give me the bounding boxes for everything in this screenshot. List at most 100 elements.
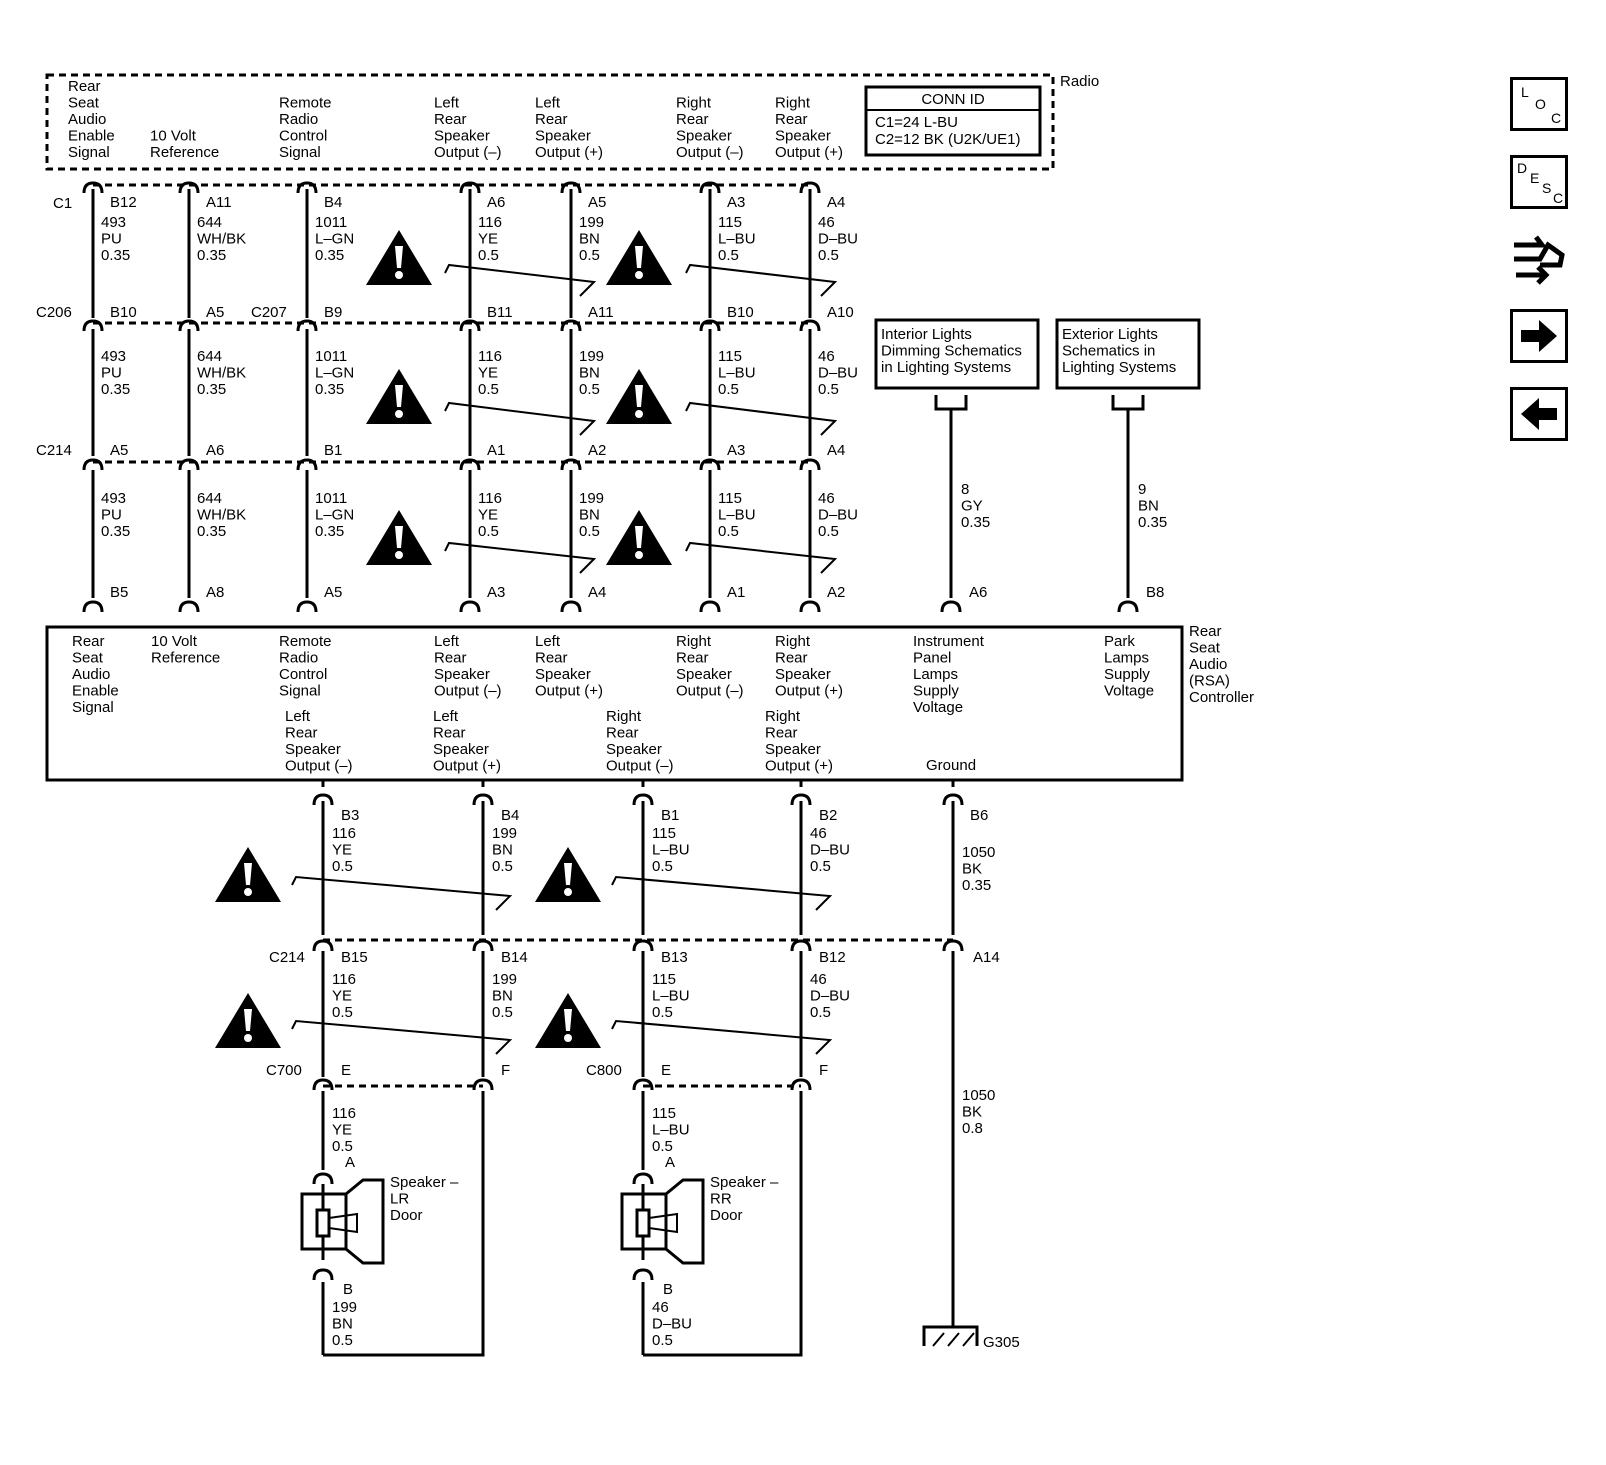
wire-spec: L–GN	[315, 231, 354, 248]
pin-label: A3	[487, 584, 505, 601]
wire-spec: BN	[492, 842, 513, 859]
connector-terminal	[632, 1078, 654, 1091]
desc-letter: E	[1530, 170, 1540, 186]
connector-terminal	[312, 1078, 334, 1091]
radio-pin-label: Enable	[68, 128, 115, 145]
twisted-pair-symbol	[291, 1019, 513, 1055]
pin-label: B12	[110, 194, 137, 211]
rsa-pin-label: Output (–)	[434, 683, 502, 700]
reference-bracket	[934, 395, 968, 411]
wire-spec: 46	[810, 825, 827, 842]
loc-letter: O	[1535, 96, 1546, 112]
radio-pin-label: Control	[279, 128, 327, 145]
connector-label: C214	[36, 442, 72, 459]
wire-spec: 46	[818, 214, 835, 231]
previous-page-button[interactable]	[1510, 387, 1568, 441]
connector-terminal	[560, 458, 582, 471]
warning-icon	[395, 410, 403, 418]
pin-label: B	[343, 1281, 353, 1298]
radio-pin-label: Output (–)	[434, 144, 502, 161]
rsa-pin-label: Rear	[765, 725, 798, 742]
radio-pin-label: Output (–)	[676, 144, 744, 161]
connector-terminal	[296, 181, 318, 194]
wire-spec: 116	[332, 971, 356, 988]
wire-spec: 0.35	[315, 523, 344, 540]
twisted-pair-symbol	[444, 401, 597, 436]
connector-view-button[interactable]	[1510, 231, 1568, 285]
connector-terminal	[82, 600, 104, 613]
wire-spec: 0.5	[818, 381, 839, 398]
connector-terminal	[799, 319, 821, 332]
pin-label: A11	[206, 194, 232, 211]
wire-spec: BK	[962, 1104, 982, 1121]
speaker-icon	[328, 1212, 358, 1234]
radio-pin-label: Speaker	[535, 128, 591, 145]
rsa-pin-label: Supply	[1104, 666, 1150, 683]
rsa-pin-label: Enable	[72, 683, 119, 700]
connector-terminal	[312, 1172, 334, 1185]
pin-label: B6	[970, 807, 988, 824]
desc-letter: C	[1553, 190, 1564, 206]
rsa-pin-label: Signal	[279, 683, 321, 700]
wire-spec: 199	[492, 825, 517, 842]
wire-spec: L–BU	[652, 1122, 690, 1139]
lighting-reference-text: Schematics in	[1062, 343, 1155, 360]
wire-spec: 0.35	[101, 247, 130, 264]
wire-spec: YE	[478, 507, 498, 524]
conn-id-title: CONN ID	[921, 91, 985, 108]
pin-label: A5	[206, 304, 224, 321]
connector-terminal	[799, 181, 821, 194]
twisted-pair-symbol	[611, 875, 833, 911]
wire-spec: 0.5	[652, 1332, 673, 1349]
connector-terminal	[82, 181, 104, 194]
wire-spec: 0.35	[197, 381, 226, 398]
warning-icon	[635, 410, 643, 418]
connector-terminal	[312, 939, 334, 952]
wire-spec: 46	[652, 1299, 669, 1316]
pin-label: A5	[110, 442, 128, 459]
pin-label: B	[663, 1281, 673, 1298]
warning-icon	[395, 385, 403, 407]
wire-spec: D–BU	[652, 1316, 692, 1333]
pin-label: A6	[969, 584, 987, 601]
rsa-pin-label: Lamps	[1104, 650, 1149, 667]
warning-icon	[244, 1009, 252, 1031]
pin-label: A6	[206, 442, 224, 459]
wire-spec: 8	[961, 481, 969, 498]
pin-label: E	[661, 1062, 671, 1079]
rsa-pin-label: Rear	[775, 650, 808, 667]
rsa-pin-label: Speaker	[606, 741, 662, 758]
rsa-controller-title: Audio	[1189, 656, 1227, 673]
wire-spec: 0.5	[478, 381, 499, 398]
radio-pin-label: Signal	[68, 144, 110, 161]
warning-icon	[635, 271, 643, 279]
wire-spec: BK	[962, 861, 982, 878]
pin-label: B14	[501, 949, 528, 966]
wire-spec: BN	[332, 1316, 353, 1333]
connector-label: C207	[251, 304, 287, 321]
wire-spec: D–BU	[818, 231, 858, 248]
wire-spec: 199	[579, 214, 604, 231]
radio-pin-label: Output (+)	[775, 144, 843, 161]
wire-spec: YE	[332, 842, 352, 859]
wire-spec: 0.8	[962, 1120, 983, 1137]
pin-label: A	[345, 1154, 355, 1171]
warning-icon	[244, 888, 252, 896]
warning-icon	[395, 526, 403, 548]
wire-spec: BN	[1138, 498, 1159, 515]
warning-icon	[635, 551, 643, 559]
lighting-reference-text: in Lighting Systems	[881, 359, 1011, 376]
wire-spec: WH/BK	[197, 365, 246, 382]
pin-label: B9	[324, 304, 342, 321]
loc-letter: C	[1551, 110, 1562, 126]
radio-title: Radio	[1060, 73, 1099, 90]
rsa-pin-label: Output (+)	[433, 758, 501, 775]
warning-icon	[395, 551, 403, 559]
connector-terminal	[178, 600, 200, 613]
rsa-pin-label: Output (+)	[535, 683, 603, 700]
next-page-button[interactable]	[1510, 309, 1568, 363]
wire-spec: 116	[332, 825, 356, 842]
connector-terminal	[699, 600, 721, 613]
